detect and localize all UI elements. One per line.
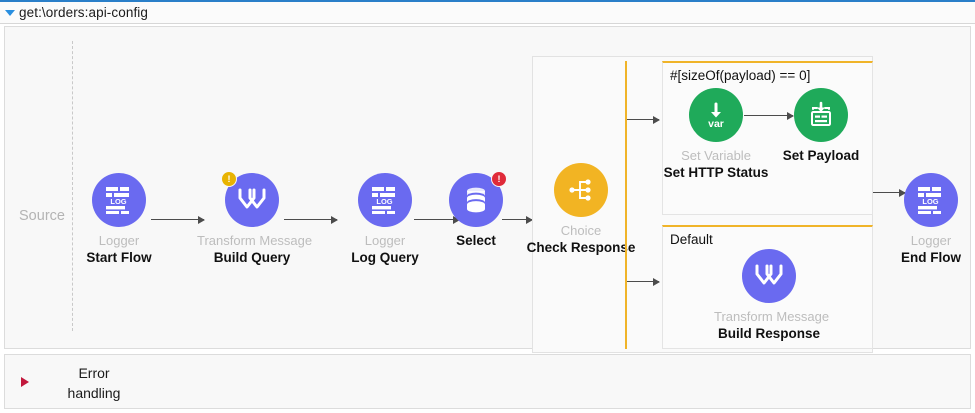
node-end-flow[interactable]: LOG Logger End Flow bbox=[876, 173, 975, 266]
warning-badge-icon[interactable]: ! bbox=[221, 171, 237, 187]
logger-glyph: LOG bbox=[106, 187, 129, 214]
node-type-label: Transform Message bbox=[197, 233, 313, 248]
set-variable-icon: var bbox=[689, 88, 743, 142]
node-check-response[interactable]: Choice Check Response bbox=[526, 163, 636, 256]
choice-spine bbox=[625, 61, 627, 349]
choice-scope: Choice Check Response #[sizeOf(payload) … bbox=[527, 56, 873, 353]
node-select[interactable]: ! Select bbox=[421, 171, 531, 249]
database-glyph bbox=[467, 187, 485, 213]
connector-arrow bbox=[744, 111, 794, 120]
logger-glyph: LOG bbox=[918, 187, 941, 214]
logger-icon: LOG bbox=[904, 173, 958, 227]
source-label: Source bbox=[19, 208, 65, 224]
node-type-label: Logger bbox=[98, 233, 140, 248]
error-handling-label-line2: handling bbox=[67, 385, 121, 401]
node-name-label: End Flow bbox=[901, 250, 961, 265]
node-type-label: Set Variable bbox=[681, 148, 751, 163]
page-title: get:\orders:api-config bbox=[19, 5, 149, 20]
triangle-right-icon[interactable] bbox=[21, 377, 29, 387]
node-name-label: Set HTTP Status bbox=[663, 165, 769, 180]
set-payload-glyph bbox=[811, 101, 831, 126]
svg-text:LOG: LOG bbox=[376, 197, 392, 206]
error-handling-label: Error handling bbox=[39, 363, 149, 403]
transform-message-icon bbox=[742, 249, 796, 303]
branch-condition-label: #[sizeOf(payload) == 0] bbox=[670, 68, 811, 83]
connector-arrow bbox=[627, 115, 660, 124]
choice-glyph bbox=[569, 179, 591, 201]
transform-message-icon: ! bbox=[221, 171, 279, 227]
set-payload-icon bbox=[794, 88, 848, 142]
branch-condition-label: Default bbox=[670, 232, 713, 247]
logger-icon: LOG bbox=[92, 173, 146, 227]
error-handling-section[interactable]: Error handling bbox=[4, 354, 971, 409]
node-build-query[interactable]: ! Transform Message Build Query bbox=[197, 171, 313, 266]
logger-glyph: LOG bbox=[372, 187, 395, 214]
source-divider bbox=[72, 41, 73, 331]
node-start-flow[interactable]: LOG Logger Start Flow bbox=[64, 173, 174, 266]
error-handling-label-line1: Error bbox=[78, 365, 110, 381]
node-name-label: Select bbox=[456, 233, 496, 248]
node-name-label: Check Response bbox=[526, 240, 636, 255]
node-set-http-status[interactable]: var Set Variable Set HTTP Status bbox=[661, 88, 771, 181]
database-select-icon: ! bbox=[449, 171, 507, 227]
flow-body: Source LOG Logger Start Flow bbox=[4, 26, 971, 353]
svg-text:var: var bbox=[708, 118, 724, 129]
node-type-label: Choice bbox=[560, 223, 602, 238]
node-name-label: Start Flow bbox=[86, 250, 152, 265]
choice-icon bbox=[554, 163, 608, 217]
node-type-label: Transform Message bbox=[714, 309, 830, 324]
triangle-down-icon[interactable] bbox=[5, 9, 15, 16]
connector-arrow bbox=[873, 188, 906, 197]
node-name-label: Build Query bbox=[213, 250, 291, 265]
connector-arrow bbox=[151, 215, 205, 224]
choice-branch-when: #[sizeOf(payload) == 0] var Set Variable… bbox=[662, 61, 873, 215]
set-variable-glyph: var bbox=[708, 102, 724, 129]
node-type-label: Logger bbox=[910, 233, 952, 248]
connector-arrow bbox=[284, 215, 338, 224]
node-name-label: Build Response bbox=[717, 326, 820, 341]
logger-icon: LOG bbox=[358, 173, 412, 227]
node-log-query[interactable]: LOG Logger Log Query bbox=[330, 173, 440, 266]
connector-arrow bbox=[502, 215, 533, 224]
node-build-response[interactable]: Transform Message Build Response bbox=[714, 249, 830, 342]
node-type-label: Logger bbox=[364, 233, 406, 248]
transform-message-glyph bbox=[238, 188, 266, 209]
svg-text:LOG: LOG bbox=[110, 197, 126, 206]
choice-branch-default: Default Transform Message Build Response bbox=[662, 225, 873, 349]
transform-message-glyph bbox=[755, 264, 783, 285]
connector-arrow bbox=[627, 277, 660, 286]
error-badge-icon[interactable]: ! bbox=[491, 171, 507, 187]
flow-header-tab[interactable]: get:\orders:api-config bbox=[0, 0, 975, 24]
node-set-payload[interactable]: Set Payload bbox=[766, 88, 876, 164]
node-name-label: Log Query bbox=[351, 250, 419, 265]
node-name-label: Set Payload bbox=[782, 148, 860, 163]
svg-text:LOG: LOG bbox=[922, 197, 938, 206]
